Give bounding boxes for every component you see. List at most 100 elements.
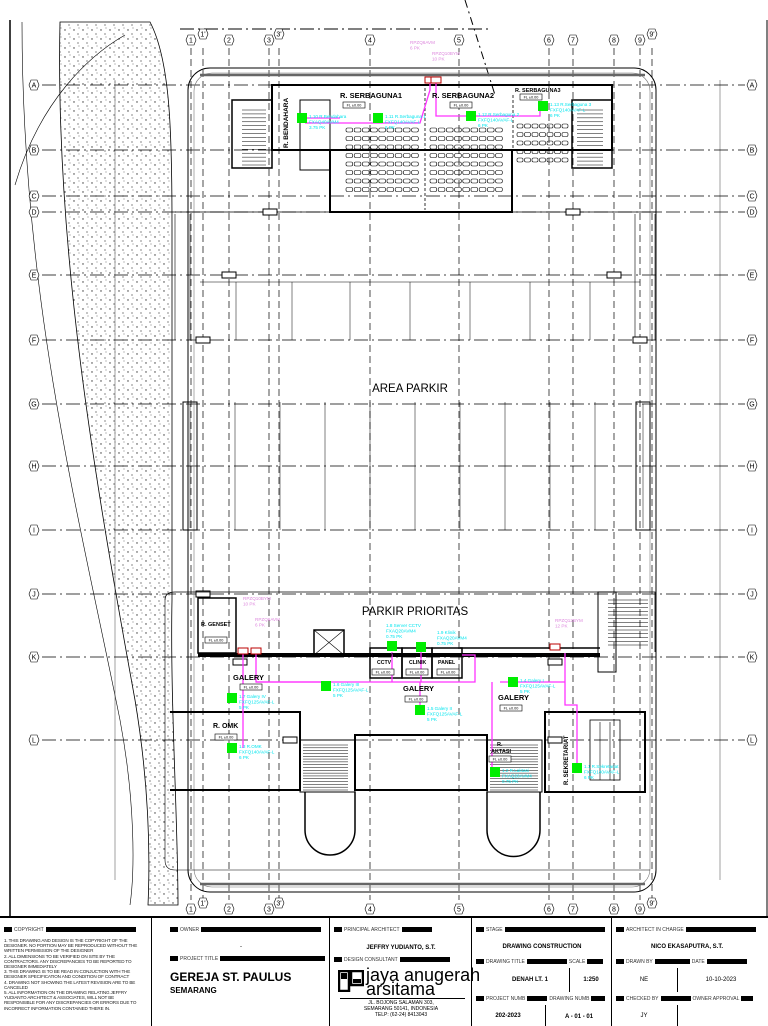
seat [403,153,411,158]
seat [394,153,403,158]
seat [378,144,386,150]
floor-level-tag [371,668,395,676]
seat [429,153,437,158]
seat [386,127,394,133]
seat [403,170,411,175]
ac-indoor-unit-icon [466,111,476,121]
consultant-name-2: arsitama [366,979,436,999]
seat [362,187,370,192]
principal-architect-label: PRINCIPAL ARCHITECT [344,926,400,933]
project-number: 202-2023 [495,1013,521,1019]
project-title-label: PROJECT TITLE [180,955,219,962]
seat [495,161,503,167]
ac-unit-label: FXFQ140AVAF-L [550,108,586,113]
floor-level-text: FL ±0.00 [219,736,234,740]
grid-label-row: I [33,528,35,535]
seat [345,136,353,141]
stage-label: STAGE [486,926,503,933]
grid-bubble-column [634,34,646,46]
scale-label: SCALE [568,958,586,965]
seat [353,178,362,184]
grid-bubble-column [543,34,555,46]
ac-unit-label: 1.5 Galery II [427,706,452,711]
seat [539,149,546,154]
seat [446,153,454,158]
consultant-name-1: jaya anugerah [366,965,481,985]
seat [394,170,403,175]
grid-bubble-column [223,903,235,915]
seat [394,161,403,167]
floor-level-tag [449,101,473,109]
ac-unit-label: FXAQ20AVM4 [437,636,467,641]
grid-label-row: F [32,338,36,345]
grid-bubble-column [567,903,579,915]
room-label-clinik-r: R. [414,653,420,659]
floor-level-text: FL ±0.00 [244,686,259,690]
grid-label-column: 9' [649,32,654,39]
seat [362,144,370,150]
room-label-bendahara: R. BENDAHARA [283,98,290,149]
grid-bubble-column [364,903,376,915]
project-number-label: PROJECT NUMB [486,995,526,1002]
seat [370,178,378,184]
seat [478,144,487,150]
seat [487,127,495,133]
seat [429,178,437,184]
seat [531,149,539,154]
column-pier [221,271,237,279]
seat [531,123,539,129]
seat [478,127,487,133]
grid-bubble-row [746,398,758,410]
seat [362,161,370,167]
copyright-note-line: 2. ALL DIMENSIONS TO BE VERIFIED ON SITE… [4,953,115,959]
grid-bubble-row [746,190,758,202]
grid-bubble-row [746,334,758,346]
owner-project-section: OWNER - PROJECT TITLE GEREJA ST. PAULUS … [152,918,330,1026]
grid-label-row: G [31,402,36,409]
seat [345,187,353,192]
seat [394,187,403,192]
seat [516,123,524,129]
floor-level-text: FL ±0.00 [524,96,539,100]
diagonal-boundary [464,0,496,96]
ac-indoor-unit-icon [538,101,548,111]
ac-unit-label: 3.75 PK [309,125,326,130]
copyright-note-line: 1. THIS DRAWING AND DESIGN IS THE COPYRI… [4,938,128,943]
grid-label-column: 8 [612,38,616,45]
copyright-note-line: 4. DRAWING NOT SHOWING THE LATEST REVISI… [4,979,136,985]
refrigerant-pipe [305,80,431,124]
seat [495,153,503,158]
seat [353,144,362,150]
grid-label-column: 7 [571,38,575,45]
drawing-title: DENAH LT. 1 [512,977,548,983]
owner-approval-label: OWNER APPROVAL [692,995,740,1002]
grid-label-column: 5 [457,907,461,914]
design-consultant-label: DESIGN CONSULTANT [344,956,398,963]
lower-building [164,591,656,871]
ac-unit-label: 6 PK [239,755,250,760]
seat [362,178,370,184]
grid-bubble-row [746,79,758,91]
copyright-note-line: 5. ALL INFORMATION ON THE DRAWING RELATI… [4,990,127,996]
grid-bubble-column [273,28,285,40]
seat [370,127,378,133]
grid-label-row: A [750,83,755,90]
checked-by: JY [640,1013,648,1019]
seat [411,170,419,175]
grid-bubble-row [28,460,40,472]
grid-label-row: E [32,273,37,280]
seat [554,123,561,129]
seat [462,161,470,167]
copyright-note-line: DESIGNER. NO PORTION MAY BE REPRODUCED W… [4,943,138,949]
seat [403,136,411,141]
grid-label-row: D [749,210,754,217]
grid-bubble-row [746,651,758,663]
seat [470,136,478,141]
seat [462,153,470,158]
consultant-address-line: SEMARANG 50141, INDONESIA [363,1006,439,1012]
date-label: DATE [691,958,705,965]
parkir-prioritas-label: PARKIR PRIORITAS [362,606,469,618]
seat [539,157,546,163]
seat [554,157,561,163]
seat [370,170,378,175]
